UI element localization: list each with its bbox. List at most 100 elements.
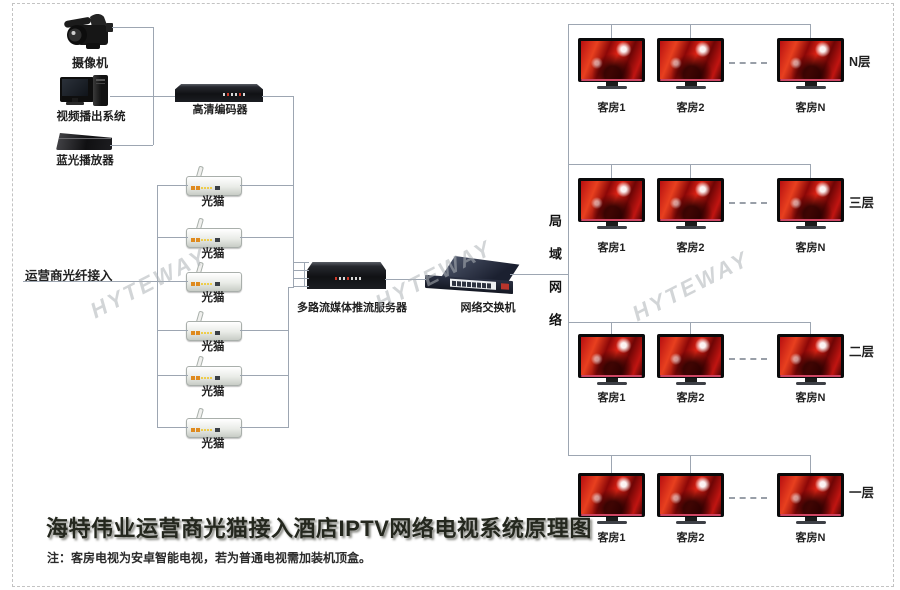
connector-line xyxy=(293,262,309,263)
lan-label: 局域网络 xyxy=(547,214,562,346)
floor-branch-line xyxy=(568,455,810,456)
tv-drop-line xyxy=(810,164,811,178)
room-tv-icon xyxy=(777,334,844,386)
connector-line xyxy=(288,287,294,288)
room-tv-icon xyxy=(578,473,645,525)
connector-line xyxy=(288,287,289,428)
video-system-icon xyxy=(60,75,112,109)
bluray-player-icon xyxy=(56,133,112,150)
connector-line xyxy=(240,330,288,331)
optical-modem-label: 光猫 xyxy=(201,341,225,353)
connector-line xyxy=(304,262,305,287)
room-tv-icon xyxy=(777,473,844,525)
tv-drop-line xyxy=(690,322,691,334)
connector-line xyxy=(240,185,293,186)
connector-line xyxy=(153,27,154,145)
dashed-border xyxy=(12,3,894,587)
room-label: 客房2 xyxy=(676,242,705,254)
room-tv-icon xyxy=(657,473,724,525)
floor-branch-line xyxy=(568,164,810,165)
connector-line xyxy=(293,286,309,287)
tv-drop-line xyxy=(810,322,811,334)
tv-drop-line xyxy=(690,24,691,38)
connector-line xyxy=(293,270,309,271)
bluray-label: 蓝光播放器 xyxy=(56,155,114,167)
optical-modem-icon xyxy=(186,165,242,196)
encoder-label: 高清编码器 xyxy=(192,104,248,116)
connector-line xyxy=(157,427,188,428)
video-system-label: 视频播出系统 xyxy=(56,111,126,123)
room-tv-icon xyxy=(777,178,844,230)
tv-drop-line xyxy=(690,164,691,178)
monitor-shape xyxy=(60,77,94,102)
connector-line xyxy=(110,145,153,146)
ellipsis-dashes xyxy=(729,497,767,499)
room-label: 客房1 xyxy=(597,102,626,114)
streaming-server-label: 多路流媒体推流服务器 xyxy=(297,302,407,314)
streaming-server-icon xyxy=(307,262,386,289)
tv-drop-line xyxy=(611,164,612,178)
room-tv-icon xyxy=(578,178,645,230)
connector-line xyxy=(240,427,288,428)
tv-drop-line xyxy=(690,455,691,473)
room-label: 客房N xyxy=(795,532,826,544)
connector-line xyxy=(23,281,188,282)
floor-label: 二层 xyxy=(849,345,875,359)
floor-branch-line xyxy=(568,322,810,323)
connector-line xyxy=(112,27,153,28)
operator-fiber-access-label: 运营商光纤接入 xyxy=(25,269,113,283)
connector-line xyxy=(262,96,293,97)
room-tv-icon xyxy=(578,334,645,386)
room-label: 客房N xyxy=(795,392,826,404)
optical-modem-label: 光猫 xyxy=(201,196,225,208)
connector-line xyxy=(157,185,158,428)
connector-line xyxy=(157,185,188,186)
room-tv-icon xyxy=(657,178,724,230)
connector-line xyxy=(240,375,288,376)
optical-modem-icon xyxy=(186,217,242,248)
network-switch-label: 网络交换机 xyxy=(460,302,516,314)
room-tv-icon xyxy=(657,38,724,90)
video-camera-icon xyxy=(64,13,113,49)
room-tv-icon xyxy=(777,38,844,90)
floor-label: 三层 xyxy=(849,196,875,210)
tv-drop-line xyxy=(611,24,612,38)
diagram-note: 注：客房电视为安卓智能电视，若为普通电视需加装机顶盒。 xyxy=(47,551,372,565)
tv-drop-line xyxy=(611,455,612,473)
room-label: 客房N xyxy=(795,242,826,254)
connector-line xyxy=(510,274,568,275)
optical-modem-icon xyxy=(186,310,242,341)
tv-drop-line xyxy=(810,455,811,473)
connector-line xyxy=(385,279,426,280)
room-label: 客房N xyxy=(795,102,826,114)
optical-modem-label: 光猫 xyxy=(201,248,225,260)
floor-branch-line xyxy=(568,24,810,25)
floor-label: 一层 xyxy=(849,486,875,500)
connector-line xyxy=(157,375,188,376)
connector-line xyxy=(568,24,569,455)
optical-modem-label: 光猫 xyxy=(201,292,225,304)
room-label: 客房2 xyxy=(676,102,705,114)
connector-line xyxy=(293,96,294,287)
camera-label: 摄像机 xyxy=(71,56,108,70)
diagram-title: 海特伟业运营商光猫接入酒店IPTV网络电视系统原理图 xyxy=(46,516,592,541)
tv-drop-line xyxy=(810,24,811,38)
optical-modem-label: 光猫 xyxy=(201,438,225,450)
optical-modem-icon xyxy=(186,261,242,292)
floor-label: N层 xyxy=(849,55,871,69)
network-switch-icon xyxy=(424,255,520,297)
ellipsis-dashes xyxy=(729,202,767,204)
optical-modem-icon xyxy=(186,355,242,386)
connector-line xyxy=(157,330,188,331)
tv-drop-line xyxy=(611,322,612,334)
room-label: 客房2 xyxy=(676,532,705,544)
ellipsis-dashes xyxy=(729,62,767,64)
connector-line xyxy=(110,96,175,97)
room-label: 客房1 xyxy=(597,532,626,544)
room-tv-icon xyxy=(578,38,645,90)
room-label: 客房1 xyxy=(597,242,626,254)
connector-line xyxy=(293,278,309,279)
room-label: 客房2 xyxy=(676,392,705,404)
optical-modem-label: 光猫 xyxy=(201,386,225,398)
